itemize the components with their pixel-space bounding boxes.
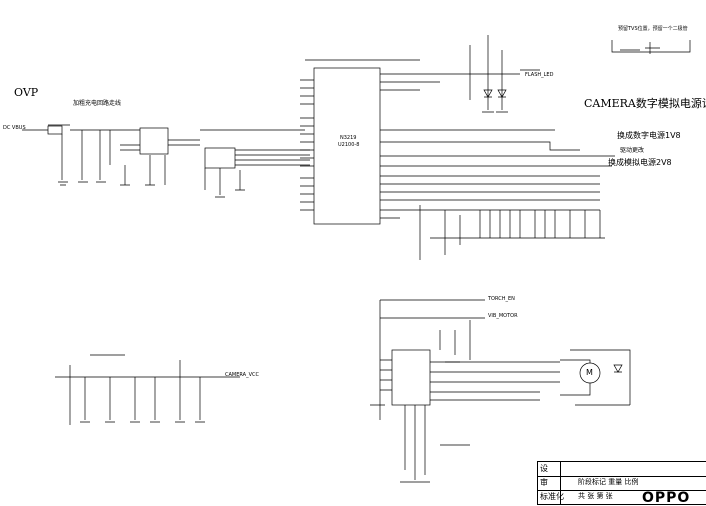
ground-bus-left — [58, 181, 106, 186]
wire-charger — [120, 129, 200, 185]
charger-ic — [139, 127, 169, 155]
motor-letter: M — [586, 368, 593, 377]
main-ic-pins-left — [300, 79, 314, 211]
top-right-bracket — [611, 40, 691, 53]
title-block-row: 设 — [538, 462, 706, 477]
schematic-title: CAMERA数字模拟电源设 — [584, 97, 706, 110]
title-block-extra: 共 张 第 张 — [578, 492, 613, 500]
title-block-label: 设 — [540, 464, 548, 473]
title-block-extra: 阶段标记 重量 比例 — [578, 478, 639, 486]
title-block-label: 标准化 — [540, 492, 564, 501]
ovp-label: OVP — [14, 86, 39, 99]
net-motor-label: VIB_MOTOR — [488, 313, 518, 319]
ic-name-label: U2100-8 — [338, 142, 360, 148]
cap-bank — [470, 210, 605, 239]
note-digital: 换成数字电源1V8 — [617, 131, 681, 140]
wire-motor-ic — [379, 299, 560, 480]
ic-ref-label: N3219 — [340, 135, 357, 141]
wire-ovp-down — [61, 130, 111, 180]
title-block-row: 审 阶段标记 重量 比例 — [538, 476, 706, 491]
wires — [22, 35, 691, 483]
wire-bottom-left — [55, 354, 240, 425]
motor-ic — [391, 349, 431, 406]
mosfet-top-right — [645, 42, 660, 54]
company-logo: OPPO — [642, 490, 691, 506]
input-net-label: DC VBUS — [3, 125, 26, 131]
note-top: 预留TVS位置，预留一个二极管 — [618, 26, 688, 32]
charging-note: 加粗充电回路走线 — [73, 100, 122, 107]
feed-lines — [540, 129, 615, 167]
net-torch-label: TORCH_EN — [488, 296, 515, 302]
ground-mid — [215, 189, 245, 198]
net-camera-label: CAMERA_VCC — [225, 372, 259, 378]
wire-top-diodes — [440, 35, 540, 110]
top-net — [305, 59, 440, 91]
ovp-fuse — [47, 125, 63, 135]
net-flash-label: FLASH_LED — [525, 72, 554, 78]
note-driver: 驱动更改 — [620, 147, 645, 154]
main-ic — [313, 67, 381, 225]
main-ic-pins-right — [380, 73, 600, 219]
title-block-label: 审 — [540, 478, 548, 487]
diode-motor — [613, 364, 623, 373]
wire-mid — [200, 129, 310, 195]
note-analog: 换成模拟电源2V8 — [608, 158, 672, 167]
mid-ic — [204, 147, 236, 169]
wire-motor — [560, 349, 631, 406]
diode-led-1 — [483, 89, 493, 98]
diode-led-2 — [497, 89, 507, 98]
title-block-divider — [560, 462, 561, 505]
ground-motor — [370, 361, 460, 483]
wire-input — [22, 124, 120, 131]
wire-decoup — [419, 205, 470, 260]
